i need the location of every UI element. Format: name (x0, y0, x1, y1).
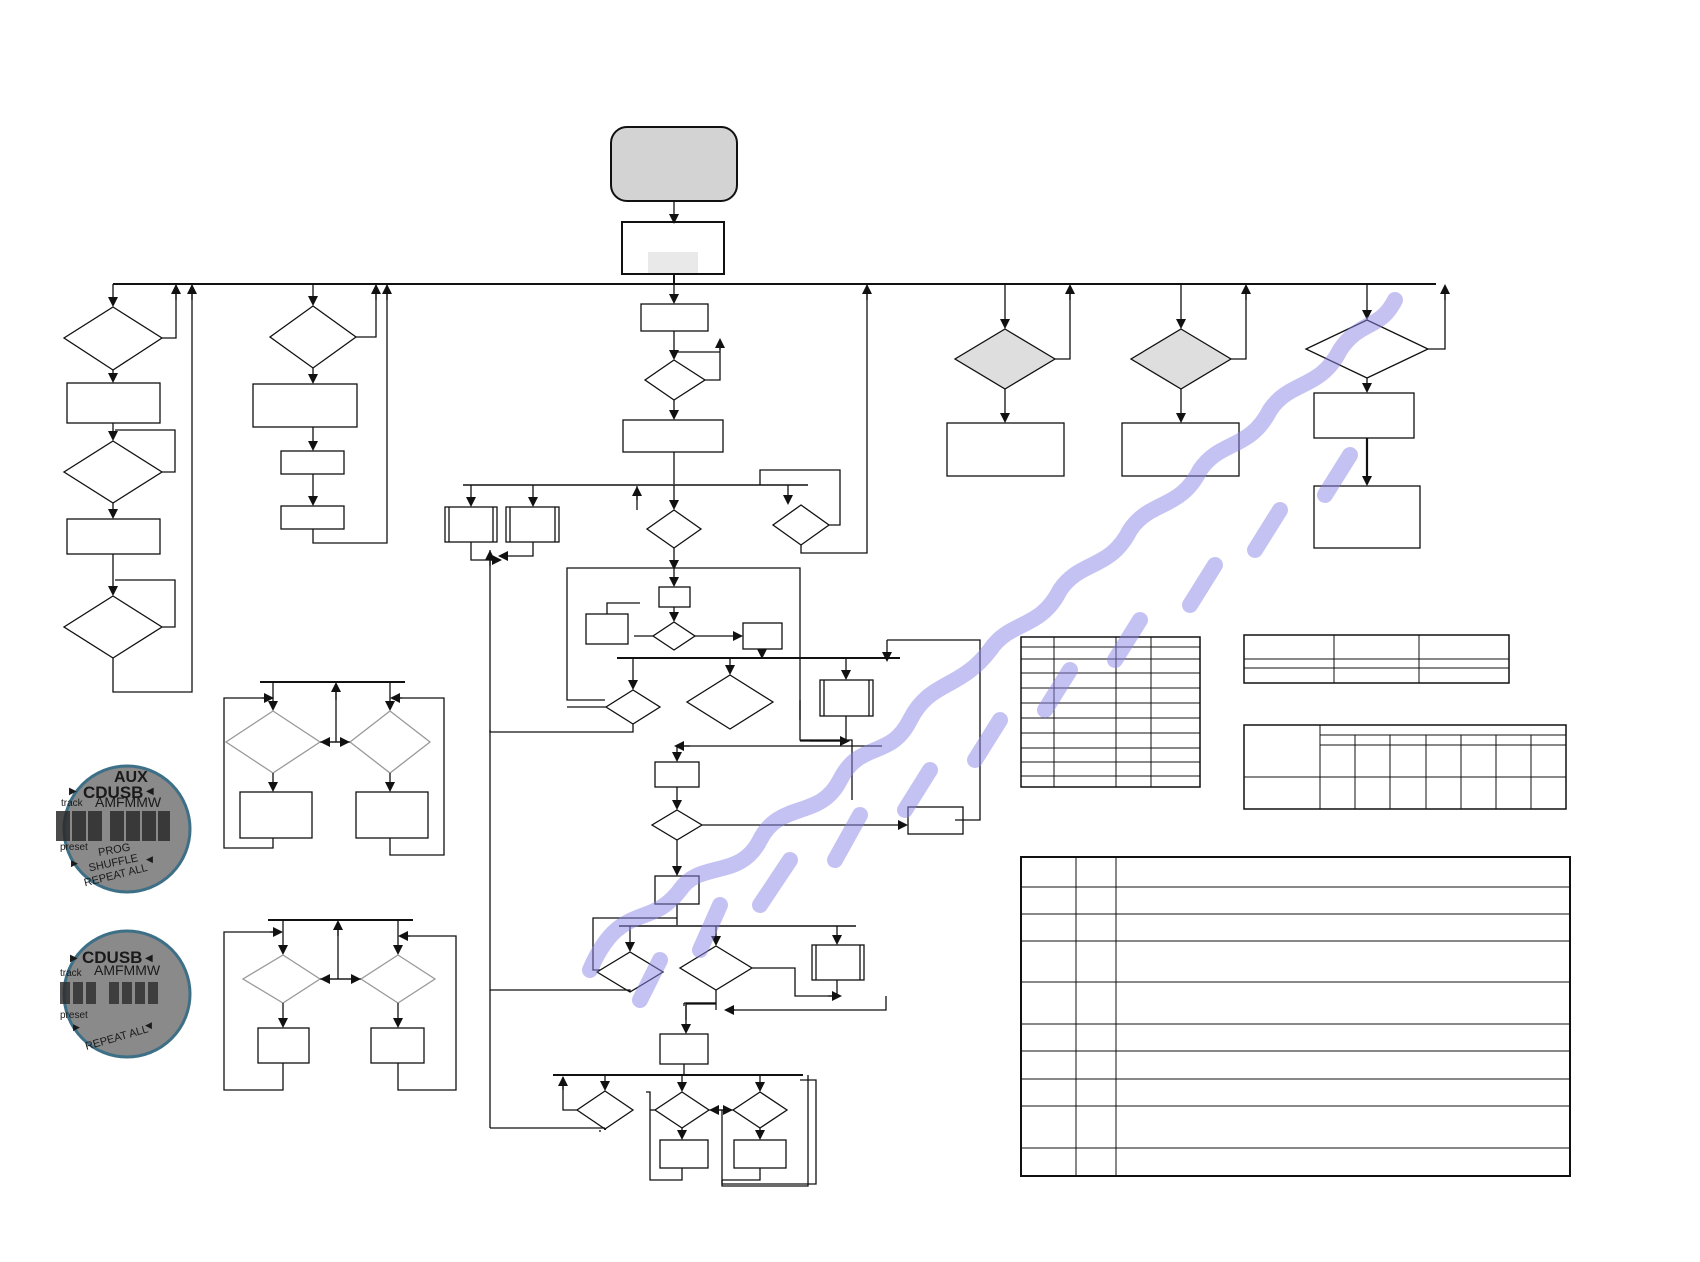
process-box (505, 506, 560, 543)
process-box (1313, 392, 1415, 439)
lcd-display-small: ▶ CDUSB ◀ track AMFMMW preset REPEAT ALL… (60, 929, 192, 1059)
lcd-preset-label: preset (60, 842, 88, 853)
decision-diamond (604, 689, 662, 725)
process-box (444, 506, 498, 543)
decision-diamond (348, 710, 432, 774)
lcd-display-full: AUX CDUSB ▶ ◀ track AMFMMW preset PROG S… (56, 764, 192, 894)
decision-diamond (643, 359, 707, 401)
decision-diamond (650, 809, 704, 841)
decision-diamond (645, 509, 703, 549)
process-box (1121, 422, 1240, 477)
process-box (819, 679, 874, 717)
lcd-arrow-icon: ▶ (71, 858, 78, 868)
process-box (733, 1139, 787, 1169)
process-box (654, 761, 700, 788)
process-box (811, 944, 865, 981)
decision-diamond (575, 1090, 635, 1130)
lcd-arrow-icon: ▶ (73, 1022, 80, 1032)
process-box (659, 1033, 709, 1065)
lcd-arrow-icon: ◀ (146, 854, 153, 864)
decision-diamond (771, 504, 831, 546)
process-box (622, 419, 724, 453)
process-box (742, 622, 783, 650)
table-grid (1020, 634, 1571, 1177)
process-box (907, 806, 964, 835)
lcd-source-label: CDUSB (83, 783, 143, 802)
lcd-aux-label: AUX (114, 769, 148, 786)
decision-diamond (62, 595, 164, 659)
process-box (370, 1027, 425, 1064)
lcd-segment-digits (60, 982, 158, 1004)
process-box (659, 1139, 709, 1169)
process-box (946, 422, 1065, 477)
lcd-arrow-icon: ▶ (69, 786, 77, 797)
decision-diamond-gray (1129, 328, 1233, 390)
process-box (355, 791, 429, 839)
decision-diamond (62, 306, 164, 371)
decision-diamond (359, 954, 437, 1004)
start-box (610, 126, 738, 202)
decision-diamond (678, 945, 754, 991)
lcd-arrow-icon: ◀ (146, 786, 154, 797)
process-box (280, 505, 345, 530)
decision-diamond (731, 1091, 789, 1129)
process-box (257, 1027, 310, 1064)
decision-diamond (1304, 319, 1430, 379)
decision-diamond (595, 951, 665, 993)
lcd-arrow-icon: ◀ (145, 1020, 152, 1030)
lcd-arrow-icon: ▶ (70, 953, 78, 964)
process-box (658, 586, 691, 608)
process-box (280, 450, 345, 475)
lcd-prog-label: PROG (97, 842, 131, 859)
init-inner-label (648, 252, 698, 273)
lcd-bands-label: AMFMMW (95, 794, 162, 810)
lcd-preset-label: preset (60, 1010, 88, 1021)
lcd-track-label: track (61, 798, 84, 809)
decision-diamond (651, 621, 697, 651)
process-box (1313, 485, 1421, 549)
lcd-track-label: track (60, 968, 83, 979)
process-box (239, 791, 313, 839)
lcd-segment-digits (56, 811, 170, 841)
process-box (640, 303, 709, 332)
process-box (585, 613, 629, 645)
lcd-bands-label: AMFMMW (94, 962, 161, 978)
decision-diamond-gray (953, 328, 1057, 390)
decision-diamond (268, 305, 358, 369)
decision-diamond (62, 440, 164, 504)
lcd-source-label: CDUSB (82, 948, 142, 967)
decision-diamond (241, 954, 322, 1004)
decision-diamond (685, 674, 775, 730)
decision-diamond (224, 710, 322, 774)
decision-diamond (653, 1091, 711, 1129)
process-box (66, 382, 161, 424)
process-box (66, 518, 161, 555)
process-box (252, 383, 358, 428)
lcd-arrow-icon: ◀ (145, 953, 153, 964)
process-box (654, 875, 700, 905)
